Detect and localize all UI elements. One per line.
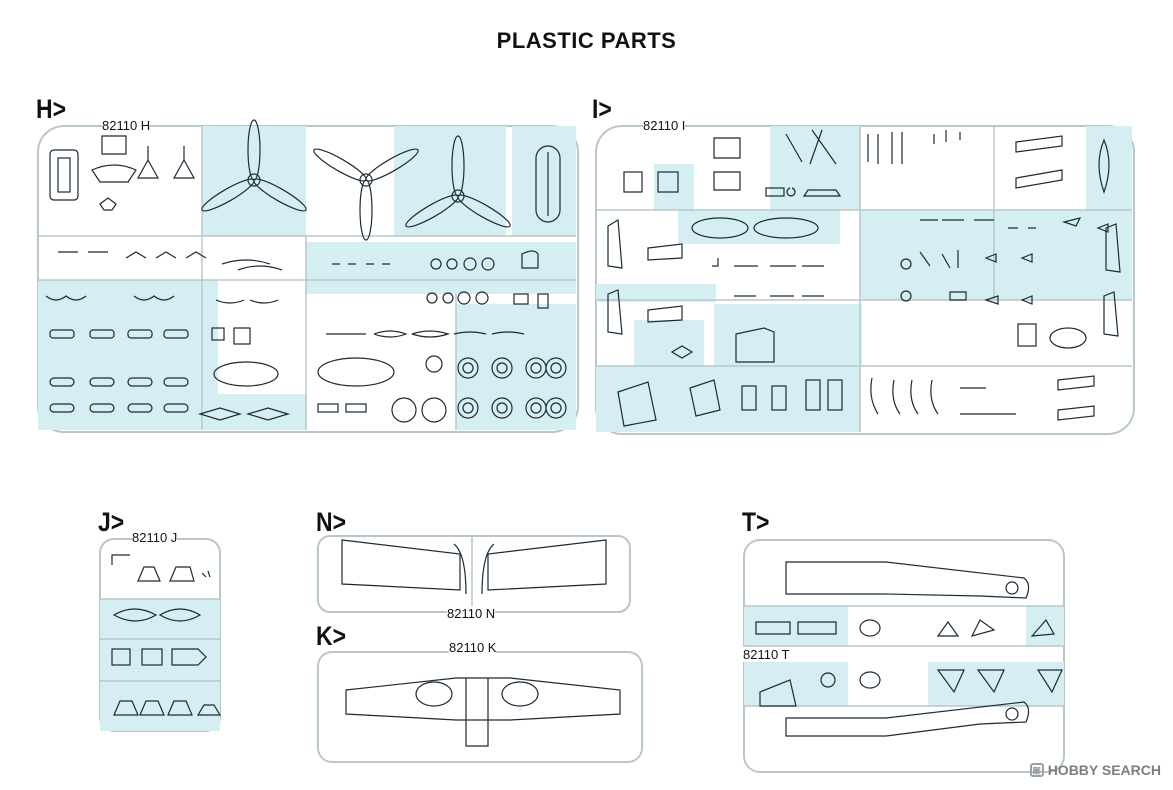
sprue-j-frame (99, 538, 222, 732)
watermark-text: HOBBY SEARCH (1047, 762, 1161, 778)
sprue-n-code: 82110 N (447, 606, 496, 621)
sprue-label-i: I> (592, 94, 612, 124)
sprue-t-code: 82110 T (743, 647, 790, 662)
sprue-k-code: 82110 K (449, 640, 497, 655)
sprue-label-t: T> (742, 507, 770, 537)
sprue-i-code: 82110 I (643, 118, 686, 133)
sprue-h-frame (37, 119, 579, 433)
page-title: PLASTIC PARTS (496, 28, 677, 53)
sprue-label-h: H> (36, 94, 66, 124)
sprue-i-frame (595, 125, 1135, 435)
watermark: ▣ HOBBY SEARCH (1029, 762, 1161, 778)
sprue-h-code: 82110 H (102, 118, 151, 133)
sprue-t-frame (743, 539, 1065, 773)
sprue-n-frame (317, 535, 631, 613)
sprue-k-frame (317, 651, 643, 763)
sprue-label-j: J> (98, 507, 125, 537)
sprue-label-n: N> (316, 507, 346, 537)
hobby-search-logo-icon: ▣ (1029, 763, 1044, 777)
sprue-label-k: K> (316, 621, 346, 651)
sprue-j-code: 82110 J (132, 530, 178, 545)
